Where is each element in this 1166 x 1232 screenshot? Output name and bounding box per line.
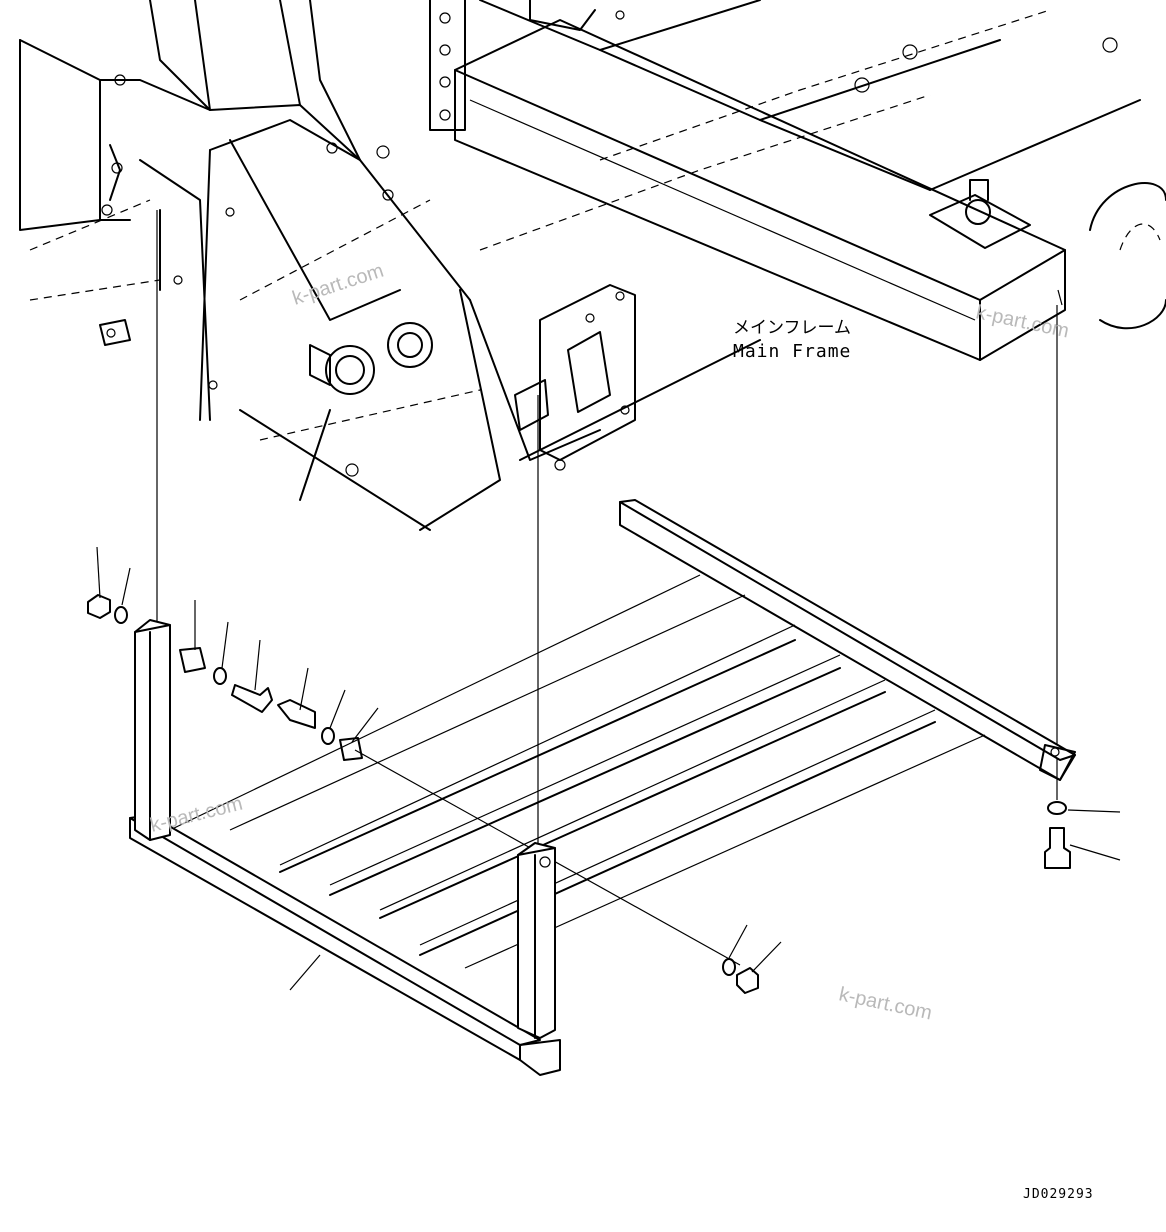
nut-icon — [87, 594, 111, 619]
washer-icon — [114, 606, 128, 624]
bushing-icon — [179, 647, 206, 673]
bolt-icon — [1044, 827, 1071, 869]
watermark-text: k-part.com — [974, 301, 1071, 342]
main-frame-assembly — [19, 0, 1166, 531]
washer-icon — [321, 727, 335, 745]
drawing-code: JD029293 — [1023, 1187, 1094, 1202]
washer-icon — [722, 958, 736, 976]
alignment-lines — [156, 210, 1058, 966]
washer-icon — [1047, 801, 1067, 815]
washer-icon — [213, 667, 227, 685]
bolt-icon — [231, 684, 273, 713]
hardware-parts — [87, 594, 1071, 994]
bolt-icon — [277, 699, 316, 729]
main-frame-label-jp: メインフレーム — [733, 318, 851, 338]
main-frame-label-en: Main Frame — [733, 341, 851, 362]
platform-deck — [129, 499, 1076, 1076]
nut-icon — [736, 967, 759, 994]
bushing-icon — [339, 737, 363, 761]
leader-lines — [96, 546, 1121, 991]
watermark-text: k-part.com — [837, 983, 934, 1024]
